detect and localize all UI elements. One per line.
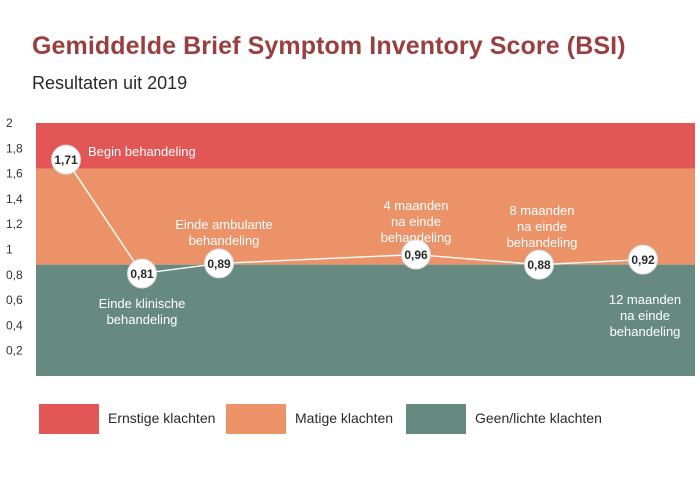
chart-subtitle: Resultaten uit 2019 [32, 73, 188, 93]
y-tick-label: 1,8 [6, 141, 23, 155]
data-point-value: 1,71 [54, 153, 78, 167]
legend-swatch-none [406, 404, 466, 434]
data-point-value: 0,81 [130, 267, 154, 281]
data-point-value: 0,96 [404, 248, 428, 262]
band-moderate [36, 168, 695, 265]
data-point-value: 0,89 [207, 257, 231, 271]
y-tick-label: 1,6 [6, 167, 23, 181]
data-point-annotation: Begin behandeling [88, 144, 196, 159]
y-tick-label: 0,4 [6, 318, 23, 332]
bsi-line-chart: 0,20,40,60,811,21,41,61,821,710,810,890,… [6, 116, 695, 376]
y-tick-label: 2 [6, 116, 13, 130]
y-tick-label: 0,8 [6, 268, 23, 282]
y-tick-label: 1,4 [6, 192, 23, 206]
y-tick-label: 0,2 [6, 344, 23, 358]
legend-swatch-severe [39, 404, 99, 434]
chart-title: Gemiddelde Brief Symptom Inventory Score… [32, 32, 626, 60]
y-tick-label: 0,6 [6, 293, 23, 307]
data-point-value: 0,92 [631, 253, 655, 267]
legend-label-severe: Ernstige klachten [108, 410, 216, 426]
series-line [65, 159, 644, 275]
legend-label-moderate: Matige klachten [295, 410, 394, 426]
y-tick-label: 1 [6, 243, 13, 257]
data-point-marker [51, 144, 81, 175]
data-point-marker [127, 258, 157, 289]
data-point-marker [628, 244, 658, 275]
data-point-marker [204, 248, 234, 279]
data-point-value: 0,88 [527, 258, 551, 272]
legend-label-none: Geen/lichte klachten [475, 410, 602, 426]
band-severe [36, 123, 695, 169]
data-point-marker [524, 249, 554, 280]
data-point-marker [401, 239, 431, 270]
legend-swatch-moderate [226, 404, 286, 434]
y-tick-label: 1,2 [6, 217, 23, 231]
